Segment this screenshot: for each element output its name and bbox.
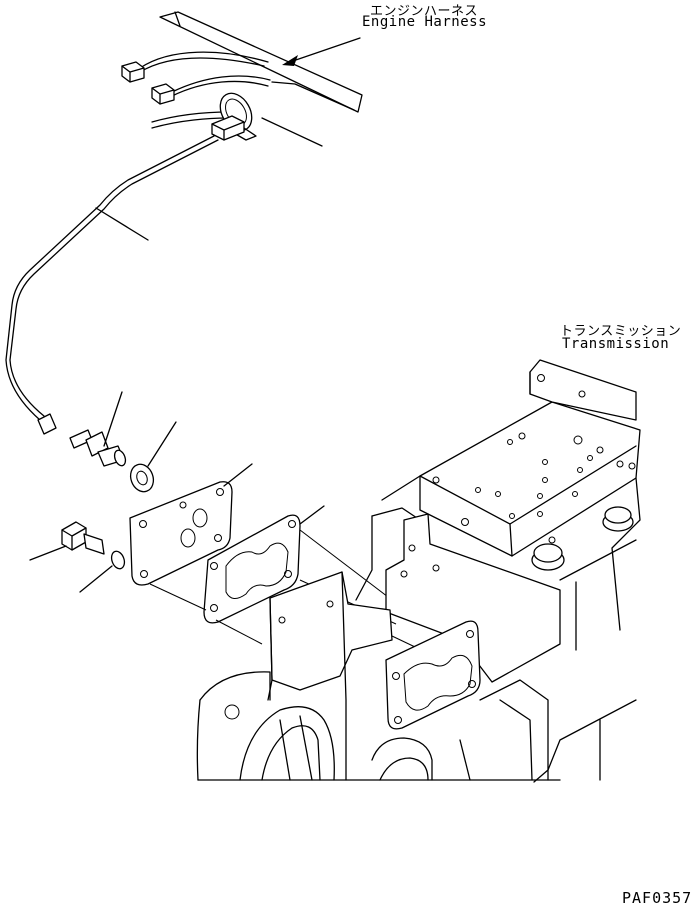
engine-harness-label-jp: エンジンハーネス — [370, 4, 479, 19]
lock-washer — [79, 550, 126, 593]
sensor-connector — [211, 115, 245, 141]
transmission-housing — [196, 359, 641, 783]
engine-harness-leader — [282, 37, 361, 66]
connector-1 — [121, 61, 145, 83]
harness-bracket — [159, 11, 363, 113]
harness-wires — [139, 51, 271, 129]
clamp-leader — [261, 117, 323, 147]
transmission-label-jp: トランスミッション — [560, 324, 682, 339]
temperature-sensor — [69, 391, 127, 467]
washer — [129, 421, 177, 493]
sensor-cable — [5, 135, 219, 435]
drawing-code: PAF0357 — [622, 889, 693, 907]
cover-plate — [129, 463, 253, 586]
bolt — [29, 521, 105, 561]
engine-harness-label: Engine Harness — [362, 14, 488, 30]
connector-2 — [151, 83, 175, 105]
gasket — [203, 505, 325, 624]
transmission-label: Transmission — [562, 336, 670, 352]
